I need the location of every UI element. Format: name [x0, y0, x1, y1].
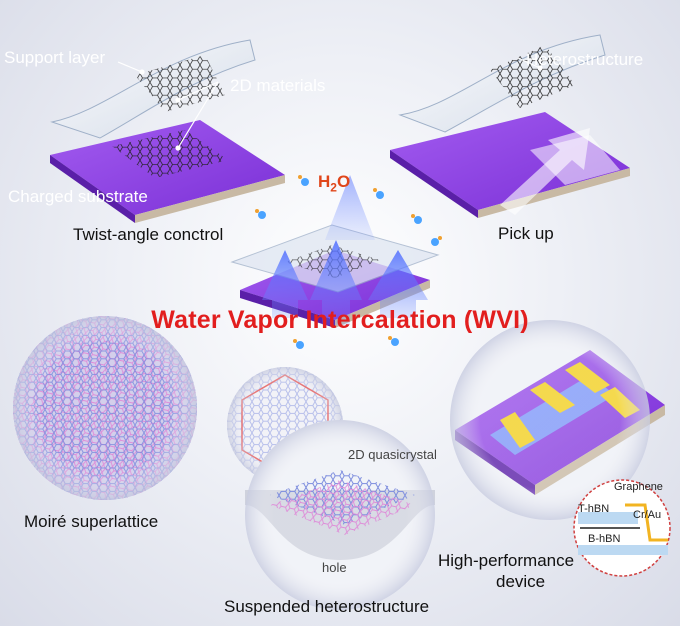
left-support-film — [50, 39, 256, 139]
support-layer-label: Support layer — [4, 48, 106, 67]
suspended-label: Suspended heterostructure — [224, 597, 430, 616]
hole-label: hole — [322, 560, 347, 575]
b-hbn-label: B-hBN — [588, 533, 621, 545]
device-inset — [573, 479, 671, 577]
device-bubble — [450, 320, 665, 520]
leader-lines — [117, 57, 543, 151]
page-title: Water Vapor Intercalation (WVI) — [151, 306, 529, 334]
left-substrate — [50, 120, 285, 223]
graphene-label: Graphene — [614, 481, 663, 493]
vapor-arrows — [262, 175, 428, 325]
water-molecules — [255, 175, 442, 349]
device-label-line1: High-performance — [438, 551, 575, 570]
moire-bubble — [13, 316, 197, 500]
charged-substrate-label: Charged substrate — [8, 187, 148, 206]
2d-materials-label: 2D materials — [230, 76, 326, 95]
right-support-film — [398, 34, 606, 133]
moire-label: Moiré superlattice — [24, 512, 159, 531]
pickup-arrow — [500, 128, 590, 215]
t-hbn-label: T-hBN — [578, 503, 610, 515]
cr-au-label: Cr/Au — [633, 509, 662, 521]
device-label-line2: device — [496, 572, 546, 591]
pick-up-label: Pick up — [498, 224, 554, 243]
quasicrystal-label: 2D quasicrystal — [348, 447, 437, 462]
h2o-label: H2O — [318, 172, 351, 195]
suspended-bubble — [245, 420, 435, 610]
heterostructure-label: Heterostructure — [526, 50, 644, 69]
twist-angle-label: Twist-angle conctrol — [73, 225, 224, 244]
